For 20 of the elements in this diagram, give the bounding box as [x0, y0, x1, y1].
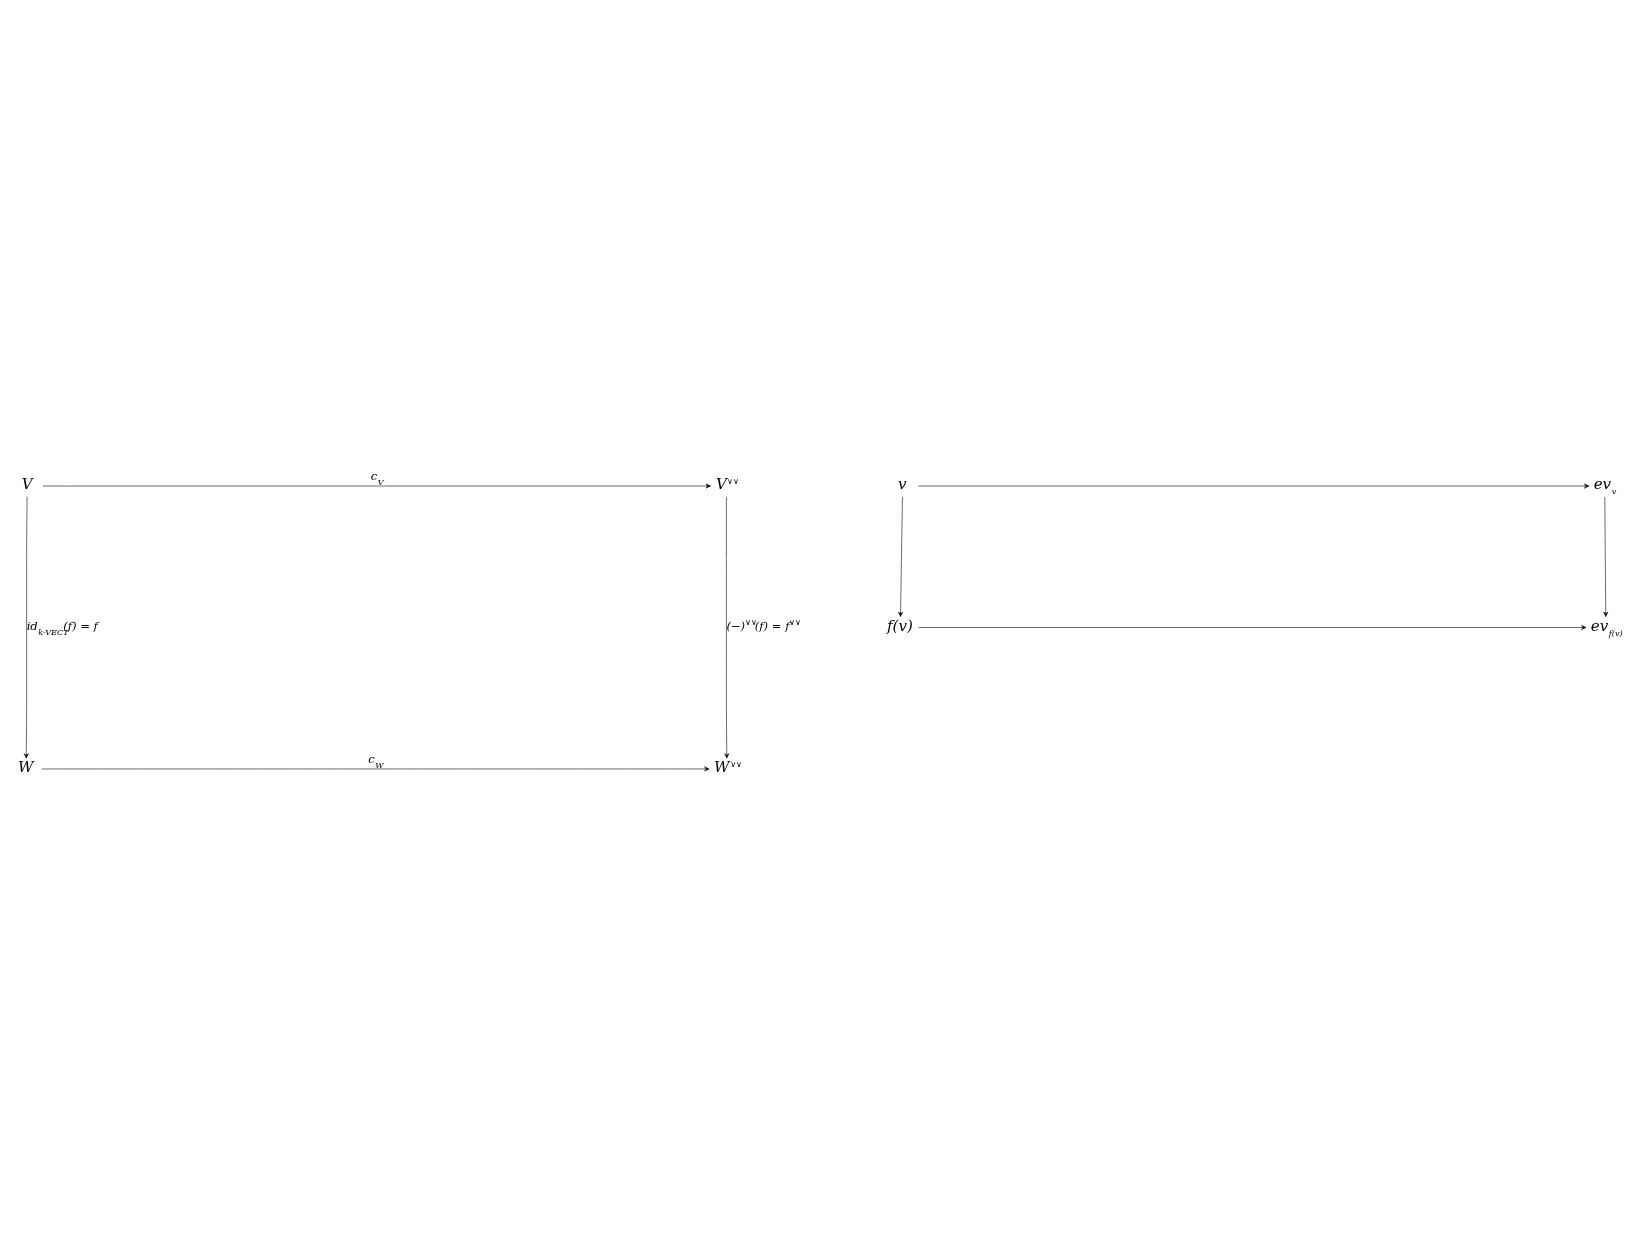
- arrow: [42, 483, 711, 488]
- node-text: v: [898, 474, 907, 493]
- node-text: f(v): [886, 616, 913, 635]
- node-text: V: [21, 474, 33, 493]
- node-text: W$^{∨∨}$: [713, 757, 743, 776]
- arrow: [898, 496, 903, 617]
- edge-label: c$_{W}$: [368, 751, 384, 770]
- node-text: ev$_{f(v)}$: [1590, 616, 1623, 638]
- arrow: [1603, 496, 1609, 617]
- node-text: ev$_{v}$: [1593, 474, 1617, 496]
- arrow: [918, 483, 1590, 488]
- edge-label: c$_{V}$: [370, 468, 384, 487]
- arrow: [23, 496, 29, 758]
- node-text: V$^{∨∨}$: [715, 474, 739, 493]
- edge-label: id$_{k-VECT}$(f) = f: [26, 618, 98, 637]
- arrow: [41, 766, 710, 771]
- node-text: W: [17, 757, 34, 776]
- edge-label: (−)$^{∨∨}$(f) = f$^{∨∨}$: [726, 616, 801, 633]
- arrow: [918, 624, 1587, 630]
- arrow: [724, 496, 730, 758]
